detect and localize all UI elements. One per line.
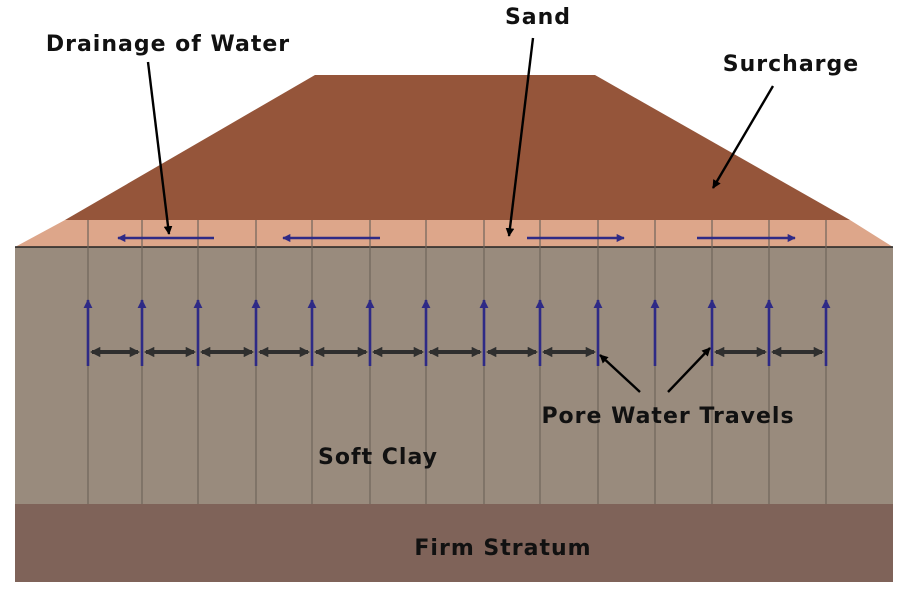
sand-layer bbox=[15, 220, 893, 247]
firm-stratum-label: Firm Stratum bbox=[414, 536, 591, 561]
soft-clay-label: Soft Clay bbox=[318, 445, 438, 470]
sand-leader-arrow bbox=[505, 37, 535, 237]
surcharge-leader-arrow bbox=[711, 85, 775, 189]
upward-flow-arrows bbox=[83, 299, 831, 366]
sand-label: Sand bbox=[505, 5, 571, 30]
surcharge-layer bbox=[65, 75, 850, 220]
pore-water-leader-arrow-1 bbox=[599, 354, 641, 393]
drainage-leader-arrow bbox=[146, 61, 173, 235]
surcharge-label: Surcharge bbox=[723, 52, 859, 77]
soft-clay-layer bbox=[15, 247, 893, 504]
pore-water-leader-arrow-2 bbox=[667, 347, 711, 393]
firm-stratum-layer bbox=[15, 504, 893, 582]
drainage-of-water-label: Drainage of Water bbox=[46, 32, 290, 57]
pore-water-travels-label: Pore Water Travels bbox=[541, 404, 794, 429]
